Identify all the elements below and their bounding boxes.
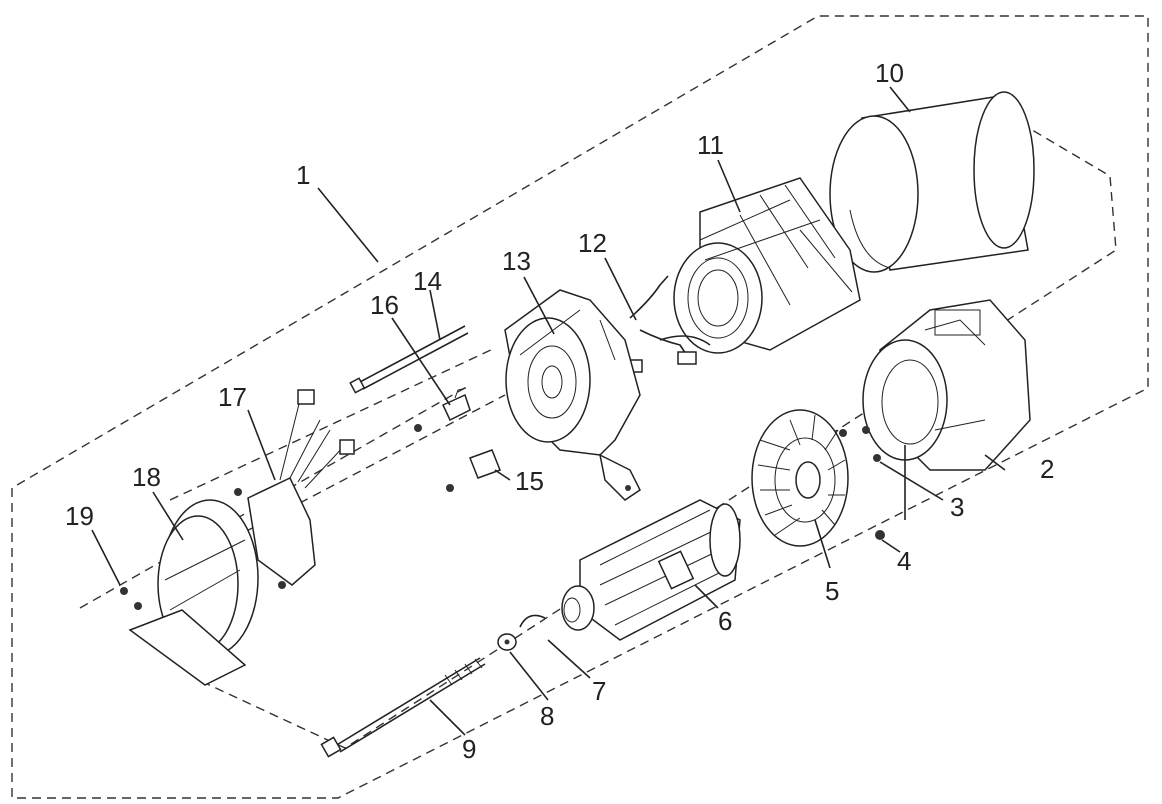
callout-12: 12 [578,228,607,258]
end-cover-icon [128,499,259,686]
rear-housing-icon [862,299,1031,471]
bolt-icon [875,530,885,540]
callout-18: 18 [132,462,161,492]
callout-13: 13 [502,246,531,276]
rotor-icon [561,499,741,641]
callout-10: 10 [875,58,904,88]
washer-icon [497,633,517,651]
callout-2: 2 [1040,454,1054,484]
callout-8: 8 [540,701,554,731]
avr-regulator-icon [234,389,355,589]
callout-labels: 1 2 3 4 5 6 7 8 9 10 11 12 13 14 15 16 1… [65,58,1054,764]
screw-icon [120,587,142,610]
brush-holder-icon [414,387,471,432]
cooling-fan-icon [751,409,849,547]
callout-11: 11 [697,130,724,160]
callout-9: 9 [462,734,476,764]
diode-icon [446,449,501,492]
stator-icon [673,177,861,354]
screw-icon [839,426,881,462]
callout-7: 7 [592,676,606,706]
cover-band-icon [829,91,1035,273]
front-bracket-icon [504,289,641,501]
leader-lines [91,86,1006,736]
callout-3: 3 [950,492,964,522]
callout-5: 5 [825,576,839,606]
long-bolt-icon [349,325,469,394]
callout-1: 1 [296,160,310,190]
callout-17: 17 [218,382,247,412]
callout-6: 6 [718,606,732,636]
callout-19: 19 [65,501,94,531]
callout-16: 16 [370,290,399,320]
callout-14: 14 [413,266,442,296]
through-bolt-icon [320,657,486,758]
snap-ring-icon [519,614,546,628]
callout-15: 15 [515,466,544,496]
callout-4: 4 [897,546,911,576]
